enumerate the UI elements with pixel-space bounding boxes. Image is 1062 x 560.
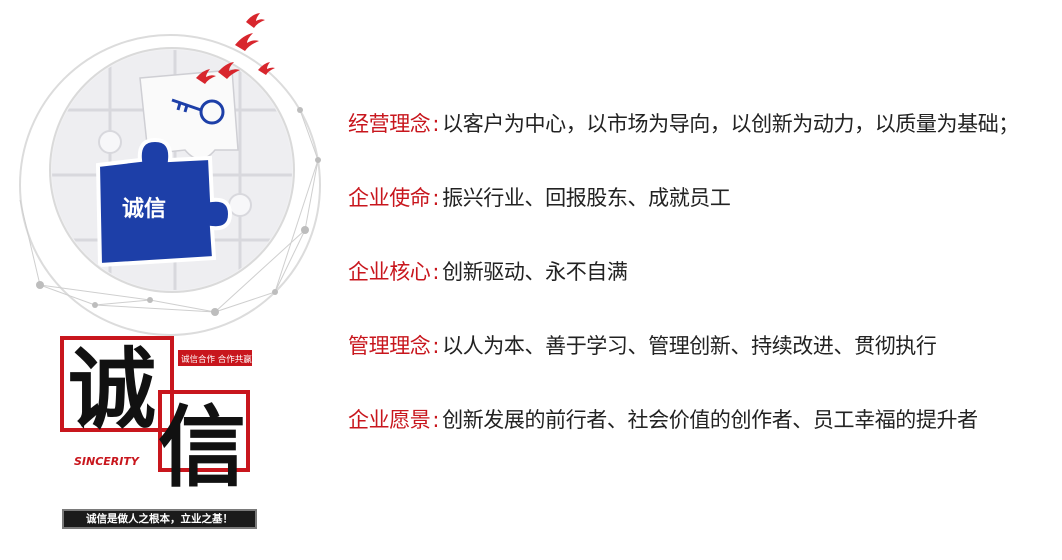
red-bird-icon [196, 13, 275, 84]
value-text: 振兴行业、回报股东、成就员工 [442, 186, 731, 210]
value-row-operating-philosophy: 经营理念:以客户为中心，以市场为导向，以创新为动力，以质量为基础； [348, 104, 1062, 178]
value-text: 创新发展的前行者、社会价值的创作者、员工幸福的提升者 [442, 408, 978, 432]
value-text: 以客户为中心，以市场为导向，以创新为动力，以质量为基础； [442, 112, 1019, 136]
value-label: 企业愿景 [348, 408, 431, 432]
value-text: 以人为本、善于学习、管理创新、持续改进、贯彻执行 [442, 334, 937, 358]
company-values-list: 经营理念:以客户为中心，以市场为导向，以创新为动力，以质量为基础； 企业使命:振… [348, 104, 1062, 474]
big-char-xin: 信 [158, 396, 246, 499]
value-separator: : [432, 334, 440, 358]
network-decoration [19, 109, 319, 313]
value-row-mission: 企业使命:振兴行业、回报股东、成就员工 [348, 178, 1062, 252]
key-icon [171, 98, 225, 125]
value-row-vision: 企业愿景:创新发展的前行者、社会价值的创作者、员工幸福的提升者 [348, 400, 1062, 474]
value-separator: : [432, 408, 440, 432]
value-row-management-philosophy: 管理理念:以人为本、善于学习、管理创新、持续改进、贯彻执行 [348, 326, 1062, 400]
cooperation-badge [178, 350, 252, 366]
svg-text:诚信合作 合作共赢: 诚信合作 合作共赢 [181, 354, 252, 365]
value-row-core: 企业核心:创新驱动、永不自满 [348, 252, 1062, 326]
value-label: 经营理念 [348, 112, 431, 136]
puzzle-text: 诚信 [122, 196, 166, 222]
sincerity-label: SINCERITY [74, 455, 140, 468]
value-separator: : [432, 112, 440, 136]
integrity-artwork: 诚信 诚 信 诚信合作 合作共赢 SINCERITY [19, 13, 321, 499]
value-label: 企业使命 [348, 186, 431, 210]
value-text: 创新驱动、永不自满 [442, 260, 628, 284]
value-label: 企业核心 [348, 260, 431, 284]
value-separator: : [432, 260, 440, 284]
value-label: 管理理念 [348, 334, 431, 358]
value-separator: : [432, 186, 440, 210]
integrity-banner: 诚信是做人之根本，立业之基！ [62, 509, 257, 529]
big-char-cheng: 诚 [68, 338, 156, 441]
blue-puzzle-piece [95, 137, 233, 268]
